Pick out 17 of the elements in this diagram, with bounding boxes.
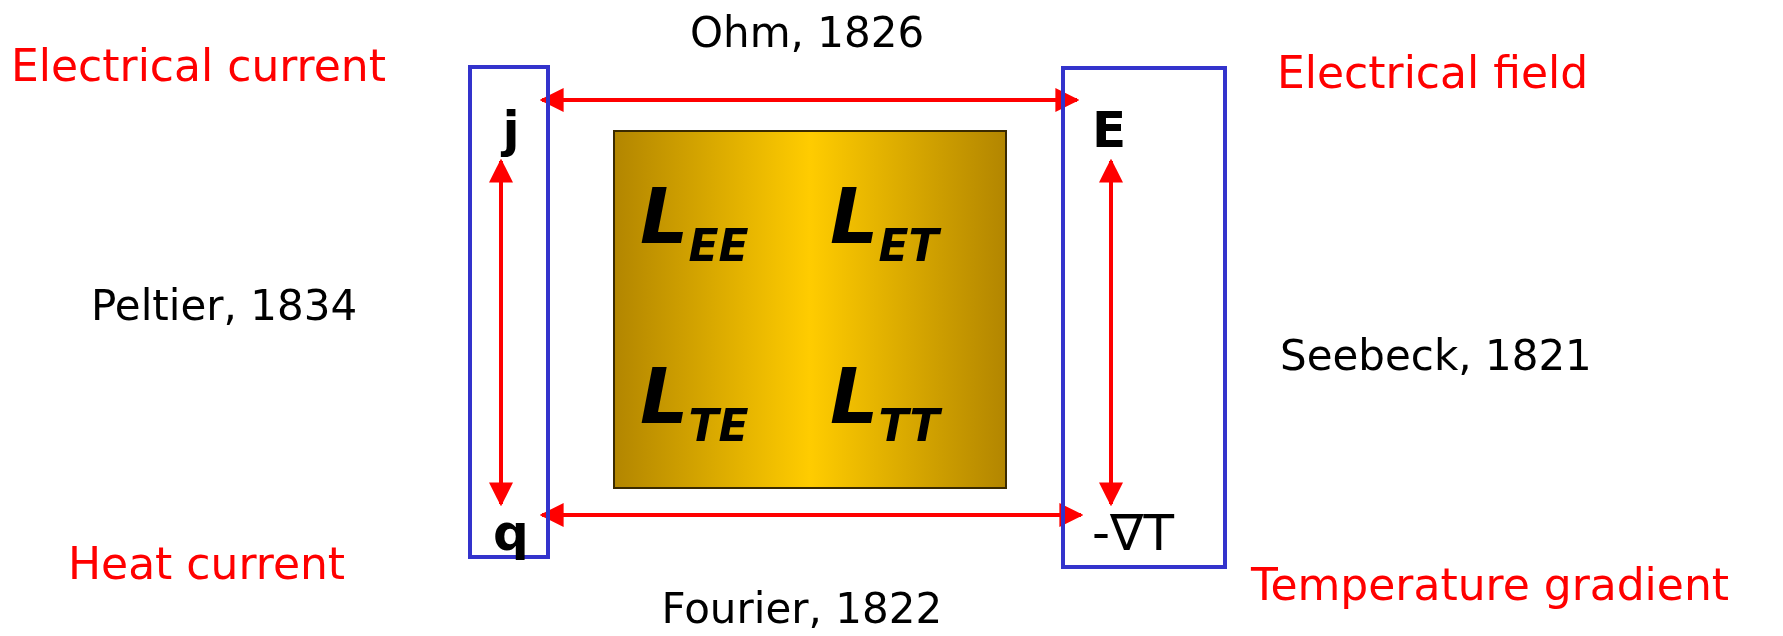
variable-symbol: q — [480, 504, 542, 562]
matrix-coefficient: L$_{EE}$ — [640, 172, 749, 271]
matrix-coefficient: L$_{TE}$ — [640, 352, 749, 451]
node-caption: Temperature gradient — [1251, 559, 1730, 610]
variable-frame — [1061, 66, 1227, 569]
variable-symbol: j — [480, 99, 542, 161]
double-arrow — [489, 158, 513, 507]
double-arrow — [1099, 158, 1123, 507]
node-caption: Electrical current — [11, 40, 386, 91]
node-caption: Heat current — [68, 538, 346, 589]
coefficient-matrix-box — [613, 130, 1007, 489]
variable-symbol: E — [1077, 99, 1141, 161]
variable-symbol: -∇T — [1081, 504, 1185, 562]
variable-frame — [468, 65, 550, 559]
double-arrow — [539, 503, 1084, 527]
double-arrow — [539, 88, 1080, 112]
node-caption: Electrical field — [1277, 47, 1589, 98]
